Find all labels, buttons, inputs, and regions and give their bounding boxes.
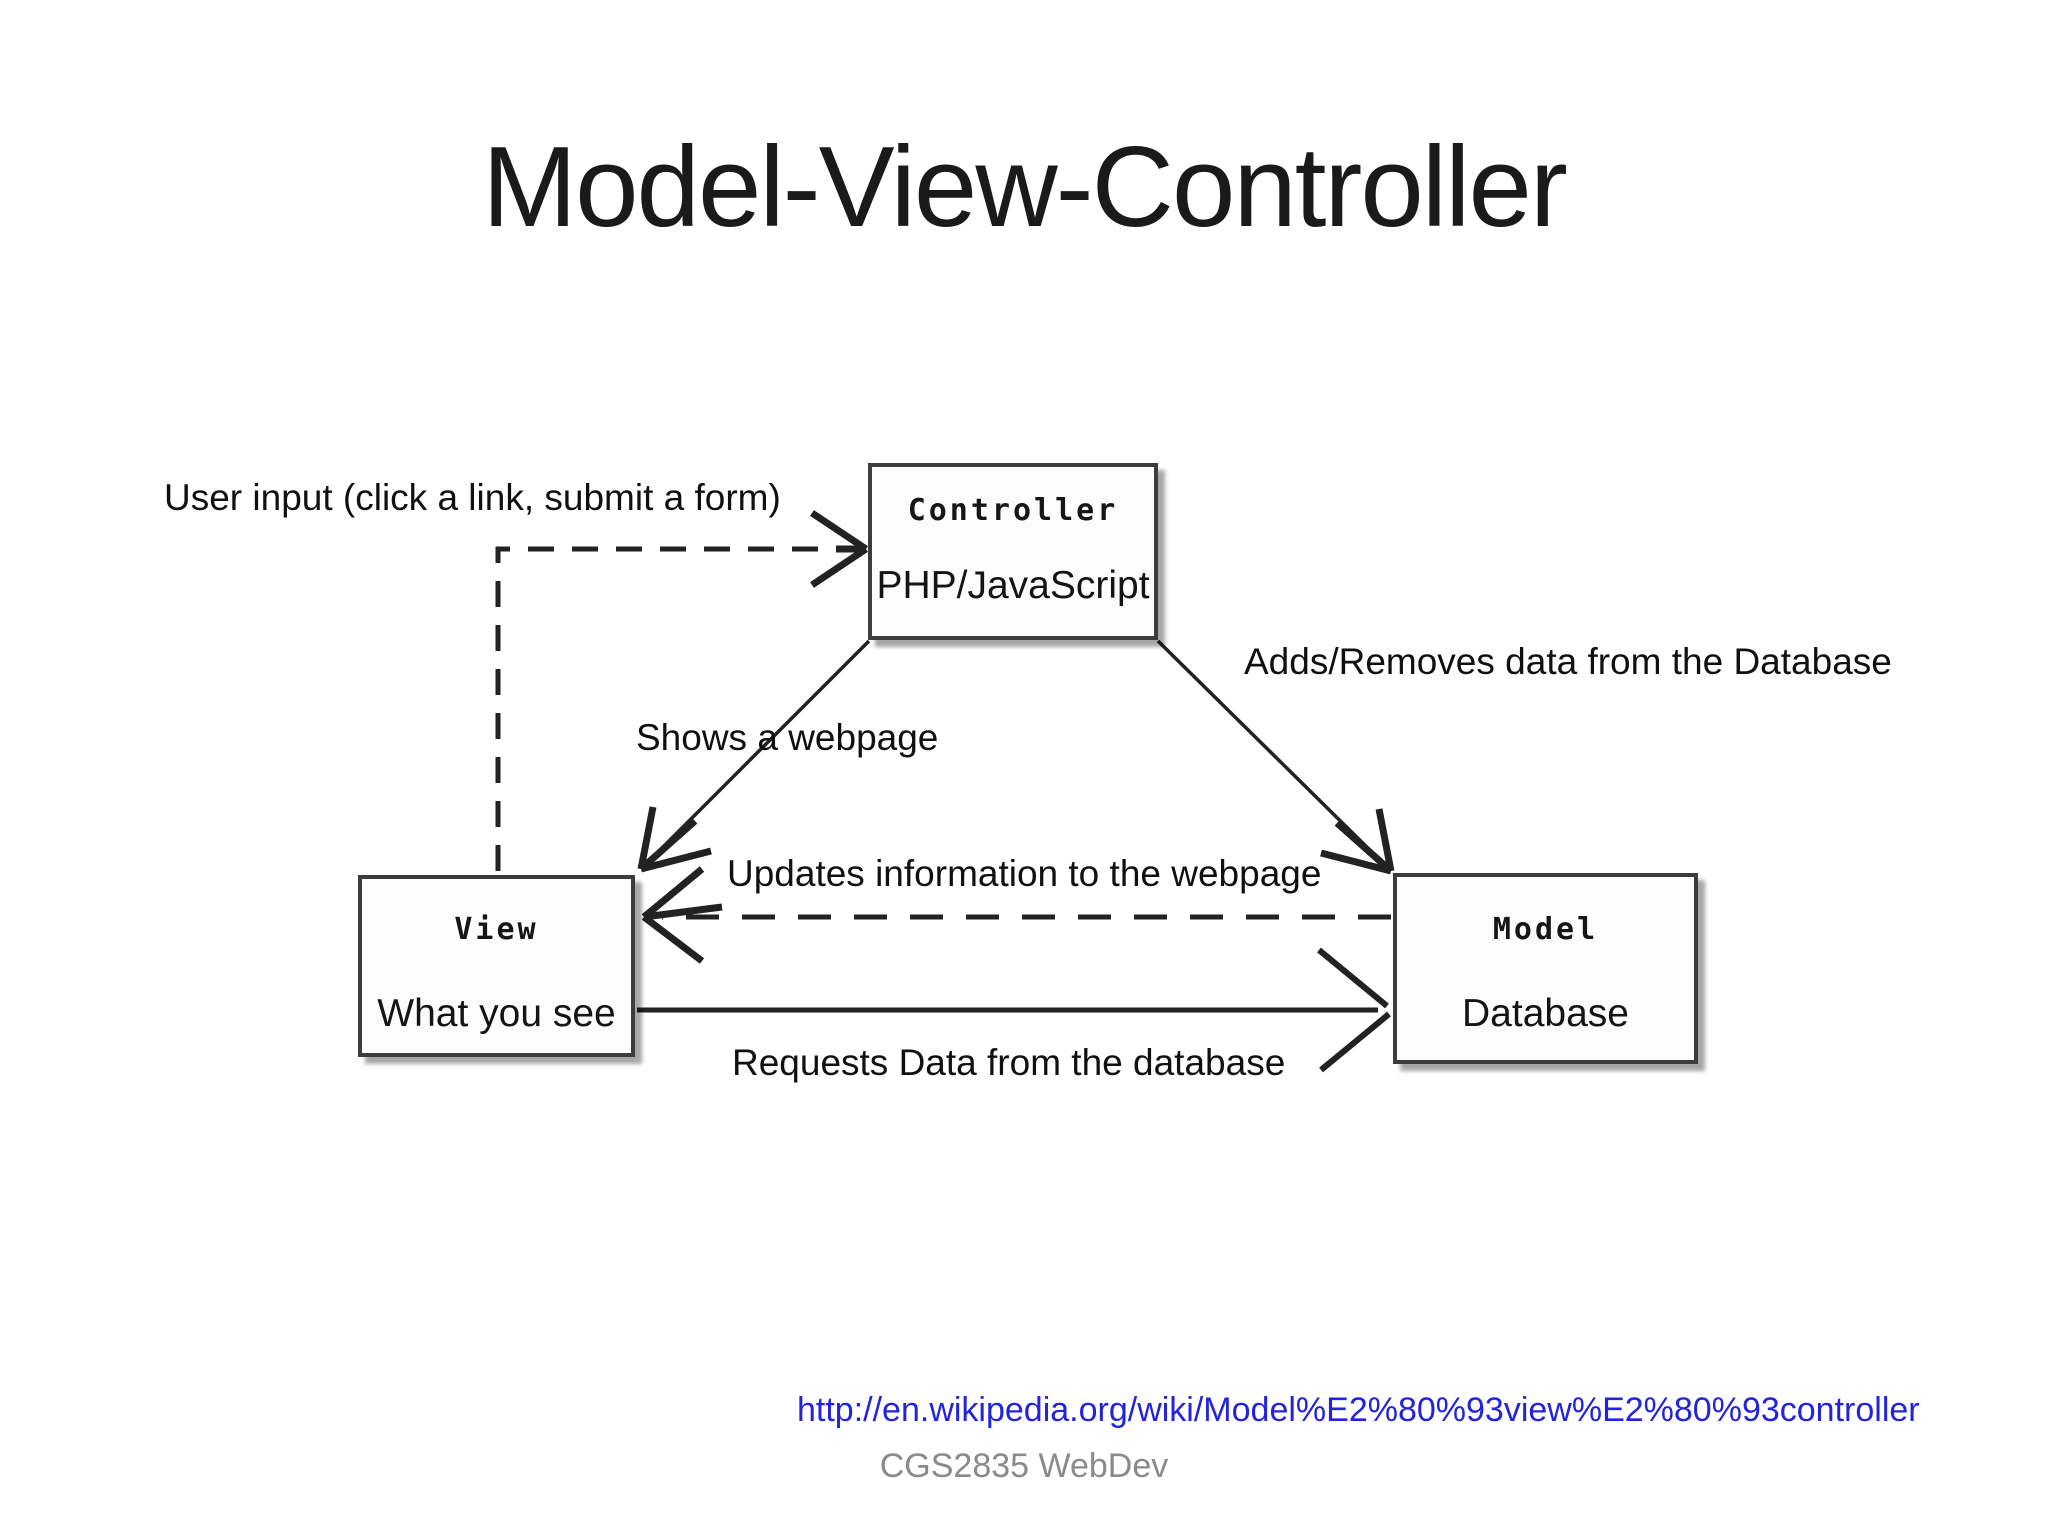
shows-webpage-label: Shows a webpage xyxy=(636,717,939,758)
view-box: View What you see xyxy=(358,875,635,1057)
model-box-subtitle: Database xyxy=(1462,992,1629,1035)
user-input-arrow xyxy=(495,510,868,871)
controller-box: Controller PHP/JavaScript xyxy=(868,463,1158,640)
model-box-title: Model xyxy=(1492,912,1599,947)
requests-data-label: Requests Data from the database xyxy=(732,1042,1286,1083)
controller-box-subtitle: PHP/JavaScript xyxy=(876,564,1150,607)
footer-text: CGS2835 WebDev xyxy=(879,1447,1169,1485)
model-box: Model Database xyxy=(1393,873,1698,1064)
user-input-label: User input (click a link, submit a form) xyxy=(164,477,781,518)
view-box-title: View xyxy=(454,912,539,947)
controller-box-title: Controller xyxy=(907,493,1119,528)
updates-info-label: Updates information to the webpage xyxy=(727,853,1322,894)
adds-removes-label: Adds/Removes data from the Database xyxy=(1244,641,1892,682)
wikipedia-link[interactable]: http://en.wikipedia.org/wiki/Model%E2%80… xyxy=(797,1391,1920,1429)
view-box-subtitle: What you see xyxy=(377,992,616,1035)
page-title: Model-View-Controller xyxy=(482,124,1568,251)
